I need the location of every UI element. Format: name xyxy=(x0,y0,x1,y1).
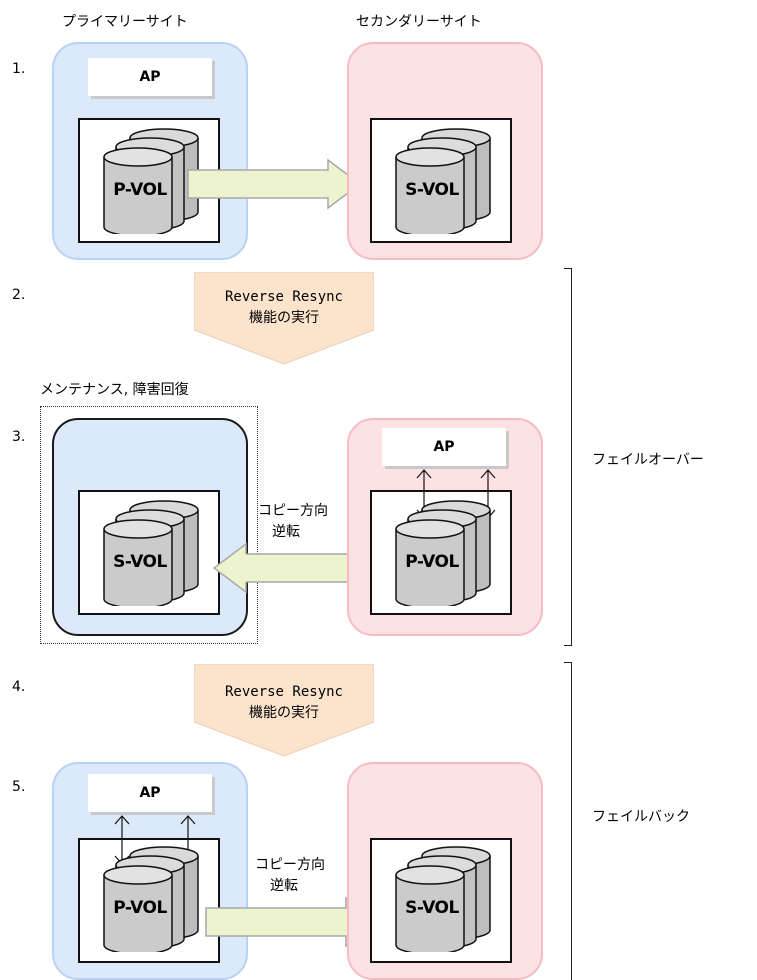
maintenance-label: メンテナンス, 障害回復 xyxy=(40,382,189,398)
step-number-4: 4. xyxy=(12,679,26,695)
volume-stack-pvol-step3: P-VOL xyxy=(392,500,502,606)
resync-line2-step2: 機能の実行 xyxy=(249,310,319,326)
ap-box-step5: AP xyxy=(88,774,212,812)
volume-stack-svol-step5: S-VOL xyxy=(392,846,502,952)
reverse-resync-chevron-step4 xyxy=(194,664,374,757)
copy-reverse-line1-step5: コピー方向 xyxy=(255,857,325,873)
copy-reverse-line1-step3: コピー方向 xyxy=(258,503,328,519)
svol-label-step5: S-VOL xyxy=(405,898,459,918)
maintenance-region xyxy=(40,406,258,644)
copy-reverse-line2-step5: 逆転 xyxy=(270,878,298,894)
step-number-1: 1. xyxy=(12,61,26,77)
ap-box-step1: AP xyxy=(88,58,212,96)
pvol-label-step5: P-VOL xyxy=(113,898,167,918)
secondary-site-title: セカンダリーサイト xyxy=(356,14,482,30)
failback-bracket xyxy=(564,662,572,980)
failover-label: フェイルオーバー xyxy=(592,452,704,468)
copy-reverse-line2-step3: 逆転 xyxy=(272,524,300,540)
volume-stack-svol-step3: S-VOL xyxy=(100,500,210,606)
failback-label: フェイルバック xyxy=(592,809,690,825)
step-number-3: 3. xyxy=(12,429,26,445)
volume-stack-svol-step1: S-VOL xyxy=(392,128,502,234)
pvol-label-step1: P-VOL xyxy=(113,180,167,200)
svol-label-step1: S-VOL xyxy=(405,180,459,200)
svol-label-step3: S-VOL xyxy=(113,552,167,572)
primary-site-title: プライマリーサイト xyxy=(62,14,188,30)
copy-arrow-right-step1 xyxy=(187,158,362,210)
step-number-2: 2. xyxy=(12,287,26,303)
pvol-label-step3: P-VOL xyxy=(405,552,459,572)
reverse-resync-chevron-step2 xyxy=(194,272,374,365)
resync-line1-step4: Reverse Resync xyxy=(224,684,343,700)
resync-line2-step4: 機能の実行 xyxy=(249,705,319,721)
ap-box-step3: AP xyxy=(382,428,506,466)
volume-stack-pvol-step1: P-VOL xyxy=(100,128,210,234)
volume-stack-pvol-step5: P-VOL xyxy=(100,846,210,952)
resync-line1-step2: Reverse Resync xyxy=(224,289,343,305)
step-number-5: 5. xyxy=(12,779,26,795)
failover-bracket xyxy=(564,268,572,646)
